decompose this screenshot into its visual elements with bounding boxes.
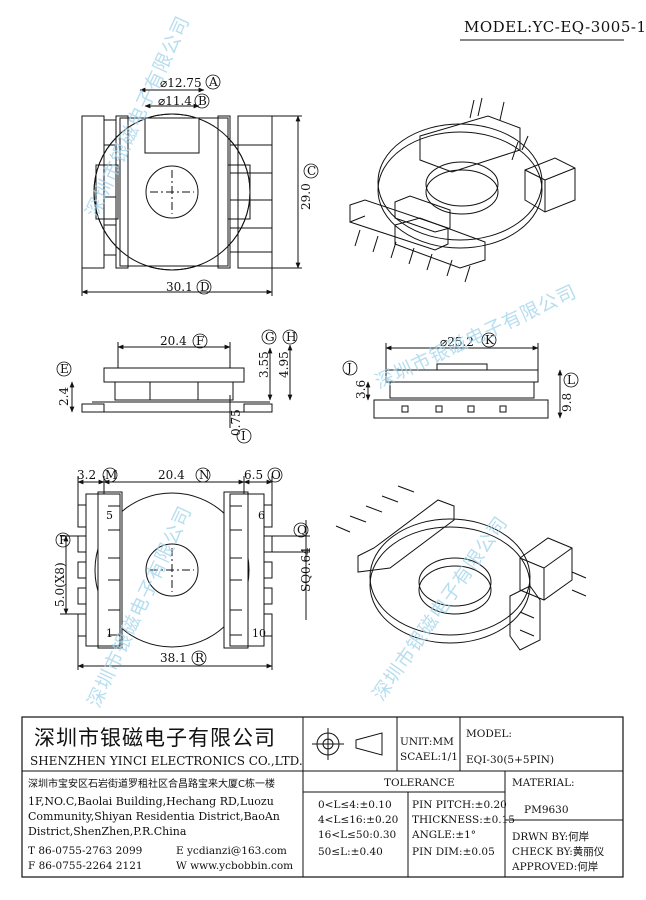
isometric-view-bottom xyxy=(335,485,587,651)
end-view xyxy=(365,343,563,419)
dim-outer-diameter: ⌀12.75 xyxy=(160,76,202,90)
dim-side-length: 20.4 xyxy=(160,334,187,348)
label-L: L xyxy=(567,373,575,387)
label-A: A xyxy=(209,75,218,89)
pin-dim-tol: PIN DIM:±0.05 xyxy=(412,846,495,858)
dim-side-075: 0.75 xyxy=(229,409,243,436)
pin-pitch-tol: PIN PITCH:±0.20 xyxy=(412,799,507,811)
label-F: F xyxy=(196,334,205,348)
unit: UNIT:MM xyxy=(400,736,454,748)
dim-side-24: 2.4 xyxy=(57,386,71,406)
dim-width: 30.1 xyxy=(166,280,193,294)
label-R: R xyxy=(195,651,205,665)
material-value: PM9630 xyxy=(524,804,569,816)
approved-by: APPROVED:何岸 xyxy=(512,861,599,873)
tolerance-3: 16<L≤50:0.30 xyxy=(318,829,397,841)
dim-pin-pitch: 5.0(X8) xyxy=(53,562,67,607)
dim-end-diameter: ⌀25.2 xyxy=(440,335,474,349)
phone: T 86-0755-2763 2099 xyxy=(28,845,143,857)
side-view xyxy=(69,342,293,428)
dim-bottom-32: 3.2 xyxy=(77,468,97,482)
label-M: M xyxy=(105,468,118,482)
dim-bottom-65: 6.5 xyxy=(244,468,264,482)
company-name-cn: 深圳市银磁电子有限公司 xyxy=(34,726,276,750)
top-view xyxy=(81,87,302,296)
label-Q: Q xyxy=(297,523,307,537)
isometric-view-top xyxy=(349,97,576,283)
label-D: D xyxy=(200,280,210,294)
dim-bottom-204: 20.4 xyxy=(158,468,185,482)
label-O: O xyxy=(271,468,281,482)
address-cn: 深圳市宝安区石岩街道罗租社区合昌路宝来大厦C栋一楼 xyxy=(28,779,275,790)
label-P: P xyxy=(59,533,68,547)
dim-side-355: 3.55 xyxy=(257,351,271,378)
address-en-3: District,ShenZhen,P.R.China xyxy=(28,825,187,838)
address-en-2: Community,Shiyan Residentia District,Bao… xyxy=(28,810,280,823)
label-N: N xyxy=(199,468,210,482)
checked-by: CHECK BY:黄丽仪 xyxy=(512,846,605,858)
thickness-tol: THICKNESS:±0.15 xyxy=(412,814,515,826)
dim-inner-diameter: ⌀11.4 xyxy=(158,94,192,108)
drawn-by: DRWN BY:何岸 xyxy=(512,831,590,843)
label-B: B xyxy=(198,94,207,108)
label-G: G xyxy=(265,330,275,344)
title-block-grid xyxy=(21,716,624,878)
dim-end-98: 9.8 xyxy=(560,392,574,412)
scale: SCAEL:1/1 xyxy=(400,751,458,763)
tolerance-title: TOLERANCE xyxy=(384,777,455,789)
model-label: MODEL: xyxy=(466,728,512,740)
label-K: K xyxy=(485,333,494,347)
label-H: H xyxy=(286,330,297,344)
website: W www.ycbobbin.com xyxy=(176,860,294,872)
label-E: E xyxy=(60,362,69,376)
material-label: MATERIAL: xyxy=(512,777,575,789)
dim-height: 29.0 xyxy=(299,183,313,210)
pin-6-label: 6 xyxy=(258,509,265,522)
model-header: MODEL:YC-EQ-3005-1 xyxy=(464,18,646,36)
tolerance-1: 0<L≤4:±0.10 xyxy=(318,799,392,811)
fax: F 86-0755-2264 2121 xyxy=(28,860,143,872)
dim-side-495: 4.95 xyxy=(277,351,291,378)
label-J: J xyxy=(347,361,352,375)
tolerance-2: 4<L≤16:±0.20 xyxy=(318,814,399,826)
pin-5-label: 5 xyxy=(106,509,113,522)
pin-10-label: 10 xyxy=(252,627,266,640)
dim-bottom-381: 38.1 xyxy=(160,651,187,665)
company-name-en: SHENZHEN YINCI ELECTRONICS CO.,LTD. xyxy=(30,754,303,768)
pin-1-label: 1 xyxy=(106,627,113,640)
dim-pin-square: SQ0.64 xyxy=(299,547,313,592)
bottom-view xyxy=(60,476,310,670)
email: E ycdianzi@163.com xyxy=(176,845,287,857)
dim-end-36: 3.6 xyxy=(354,379,368,399)
address-en-1: 1F,NO.C,Baolai Building,Hechang RD,Luozu xyxy=(28,795,274,808)
tolerance-4: 50≤L:±0.40 xyxy=(318,846,383,858)
angle-tol: ANGLE:±1° xyxy=(412,829,477,841)
label-I: I xyxy=(241,429,246,443)
label-C: C xyxy=(307,164,317,178)
model-value: EQI-30(5+5PIN) xyxy=(466,754,555,766)
